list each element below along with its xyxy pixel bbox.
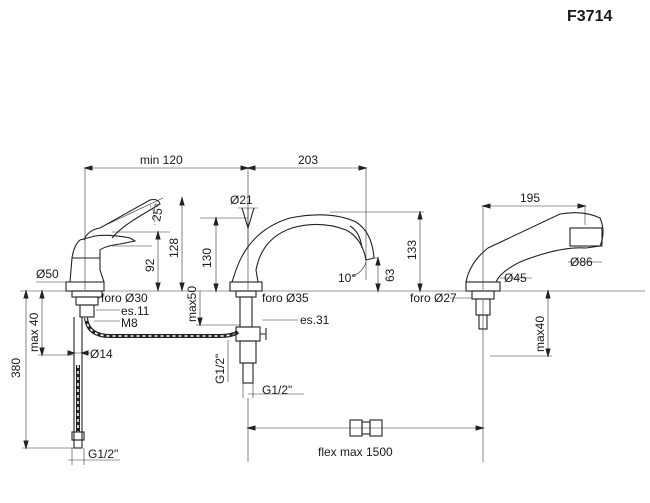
dim-foro-27: foro Ø27 bbox=[410, 291, 457, 305]
dim-195: 195 bbox=[520, 191, 540, 205]
dim-max-40-right: max40 bbox=[533, 316, 547, 352]
dim-63: 63 bbox=[383, 268, 397, 282]
dim-130: 130 bbox=[200, 248, 214, 268]
top-dimensions bbox=[83, 165, 587, 290]
dim-m8: M8 bbox=[121, 316, 138, 330]
dim-g12-bottom: G1/2" bbox=[88, 447, 118, 461]
dim-phi-14: Ø14 bbox=[90, 347, 113, 361]
product-code: F3714 bbox=[567, 8, 613, 25]
center-spout bbox=[229, 214, 375, 384]
dim-203: 203 bbox=[298, 153, 318, 167]
right-shower-head bbox=[465, 212, 604, 330]
dim-flex-max-1500: flex max 1500 bbox=[318, 445, 393, 459]
dim-phi-50: Ø50 bbox=[36, 267, 59, 281]
dim-128: 128 bbox=[167, 238, 181, 258]
dim-phi-21: Ø21 bbox=[230, 193, 253, 207]
dim-min-120: min 120 bbox=[140, 153, 183, 167]
dim-es-11: es.11 bbox=[121, 304, 150, 318]
flex-hose-symbol bbox=[349, 419, 383, 437]
dim-92: 92 bbox=[143, 258, 157, 272]
left-mixer bbox=[65, 197, 170, 440]
dim-max50: max50 bbox=[185, 286, 199, 322]
dim-phi-45: Ø45 bbox=[504, 271, 527, 285]
dim-25-degree: 25° bbox=[149, 202, 166, 223]
dim-foro-35: foro Ø35 bbox=[262, 291, 309, 305]
dim-10-degree: 10° bbox=[338, 271, 356, 285]
dim-380: 380 bbox=[9, 358, 23, 378]
dim-phi-86: Ø86 bbox=[570, 255, 593, 269]
dim-foro-30: foro Ø30 bbox=[101, 291, 148, 305]
dim-133: 133 bbox=[405, 240, 419, 260]
dim-g12-vertical: G1/2" bbox=[213, 354, 227, 384]
dim-g12-center: G1/2" bbox=[262, 383, 292, 397]
dim-max-40-left: max 40 bbox=[27, 312, 41, 352]
dim-es-31: es.31 bbox=[300, 313, 330, 327]
left-hose bbox=[71, 365, 85, 449]
